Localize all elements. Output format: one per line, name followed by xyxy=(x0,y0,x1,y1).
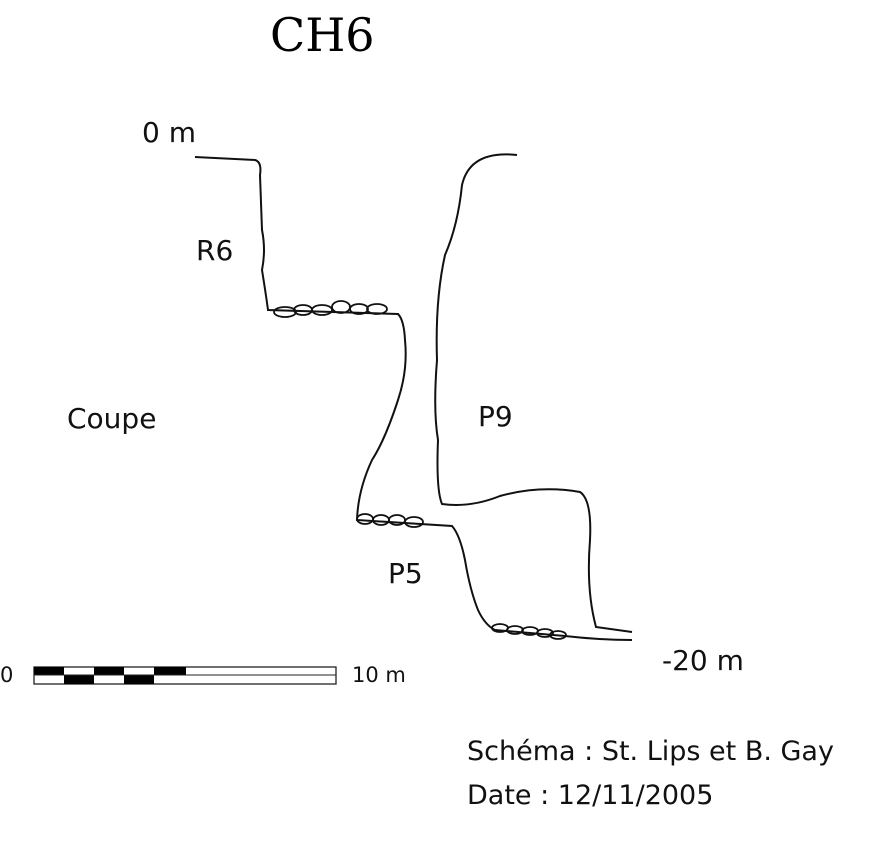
rubble-middle-ledge xyxy=(356,513,424,528)
scale-start-label: 0 xyxy=(0,663,14,687)
view-label: Coupe xyxy=(67,402,157,435)
survey-date: Date : 12/11/2005 xyxy=(467,780,714,811)
rubble-lower-ledge xyxy=(491,623,567,640)
depth-label-top: 0 m xyxy=(142,116,196,149)
pitch-label-p5: P5 xyxy=(388,557,423,590)
left-wall-line xyxy=(194,156,633,641)
rubble-upper-ledge xyxy=(273,300,388,318)
pitch-label-r6: R6 xyxy=(196,234,234,267)
pitch-label-p9: P9 xyxy=(478,400,513,433)
depth-label-bottom: -20 m xyxy=(662,644,744,677)
author-credit: Schéma : St. Lips et B. Gay xyxy=(467,736,834,767)
right-wall-line xyxy=(434,153,633,633)
diagram-title: CH6 xyxy=(270,8,375,62)
scale-end-label: 10 m xyxy=(352,663,406,687)
scale-bar xyxy=(33,666,337,685)
